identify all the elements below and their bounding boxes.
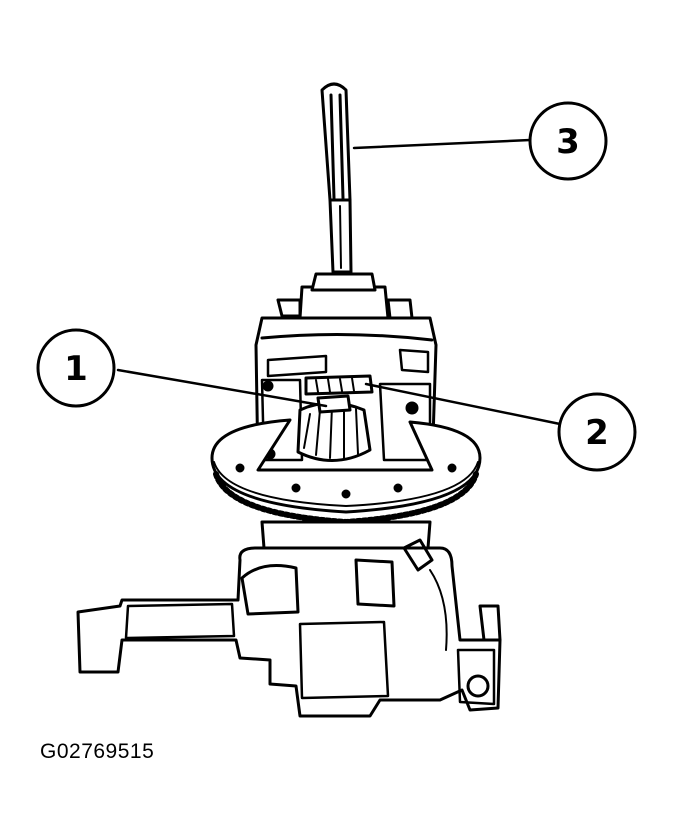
side-gear (304, 374, 374, 396)
carrier-housing (76, 520, 502, 718)
leader-lines (116, 138, 562, 426)
driver-tool (320, 82, 353, 274)
callout-1-circle (36, 328, 116, 408)
bearing-adapter (276, 272, 414, 320)
callout-3-label: 3 (556, 122, 580, 162)
figure-id-code: G02769515 (40, 740, 155, 763)
callout-2-circle (557, 392, 637, 472)
ring-gear (210, 418, 482, 525)
callout-2-label: 2 (585, 413, 609, 453)
callout-3-circle (528, 101, 608, 181)
callout-1-label: 1 (64, 349, 88, 389)
